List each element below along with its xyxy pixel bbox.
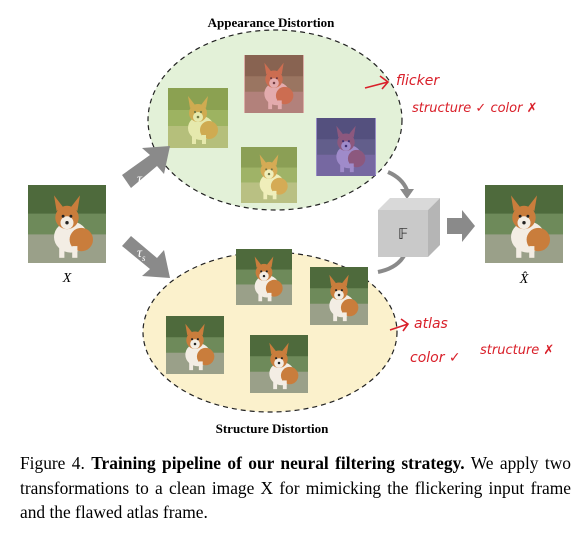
structure-distortion-title: Structure Distortion xyxy=(216,421,330,436)
annotation-top-line2: structure ✓ color ✗ xyxy=(412,101,537,116)
appearance-image-red xyxy=(244,55,304,113)
output-label: X̂ xyxy=(519,271,529,287)
figure-caption: Figure 4. Training pipeline of our neura… xyxy=(20,451,571,525)
annotation-arrow-top xyxy=(364,75,390,90)
appearance-image-purple xyxy=(316,118,376,176)
appearance-to-filter-arrow xyxy=(387,170,409,191)
structure-image-1 xyxy=(236,249,292,305)
tau-a-symbol: τ xyxy=(137,172,143,187)
annotation-bottom-line3: structure ✗ xyxy=(480,343,554,358)
svg-text:τs: τs xyxy=(137,246,146,263)
annotation-arrow-bottom xyxy=(389,318,410,332)
tau-s-subscript: s xyxy=(142,253,146,263)
structure-image-4 xyxy=(250,335,308,393)
tau-s-arrow: τs xyxy=(122,236,170,278)
input-image xyxy=(28,185,106,263)
annotation-top-line1: flicker xyxy=(396,73,440,89)
appearance-image-lime xyxy=(241,147,297,203)
tau-a-arrow: τa xyxy=(122,146,170,189)
svg-text:τa: τa xyxy=(137,172,147,189)
annotation-bottom-line2: color ✓ xyxy=(410,350,461,366)
annotation-bottom-line1: atlas xyxy=(414,316,448,332)
filter-cube: 𝔽 xyxy=(378,198,440,257)
figure-diagram: Appearance Distortion Structure Distorti… xyxy=(28,15,563,436)
caption-title: Training pipeline of our neural filterin… xyxy=(91,453,465,473)
structure-image-3 xyxy=(166,316,224,374)
filter-label: 𝔽 xyxy=(398,227,408,243)
caption-body: We apply two transformations to a clean … xyxy=(20,453,571,522)
input-label: X xyxy=(62,271,72,286)
tau-a-subscript: a xyxy=(142,179,147,189)
tau-s-symbol: τ xyxy=(137,246,143,261)
output-image xyxy=(485,185,563,263)
appearance-image-yellow xyxy=(168,88,228,148)
output-arrow xyxy=(447,210,475,242)
caption-label: Figure 4. xyxy=(20,453,85,473)
structure-image-2 xyxy=(310,267,368,325)
appearance-distortion-title: Appearance Distortion xyxy=(208,15,336,30)
